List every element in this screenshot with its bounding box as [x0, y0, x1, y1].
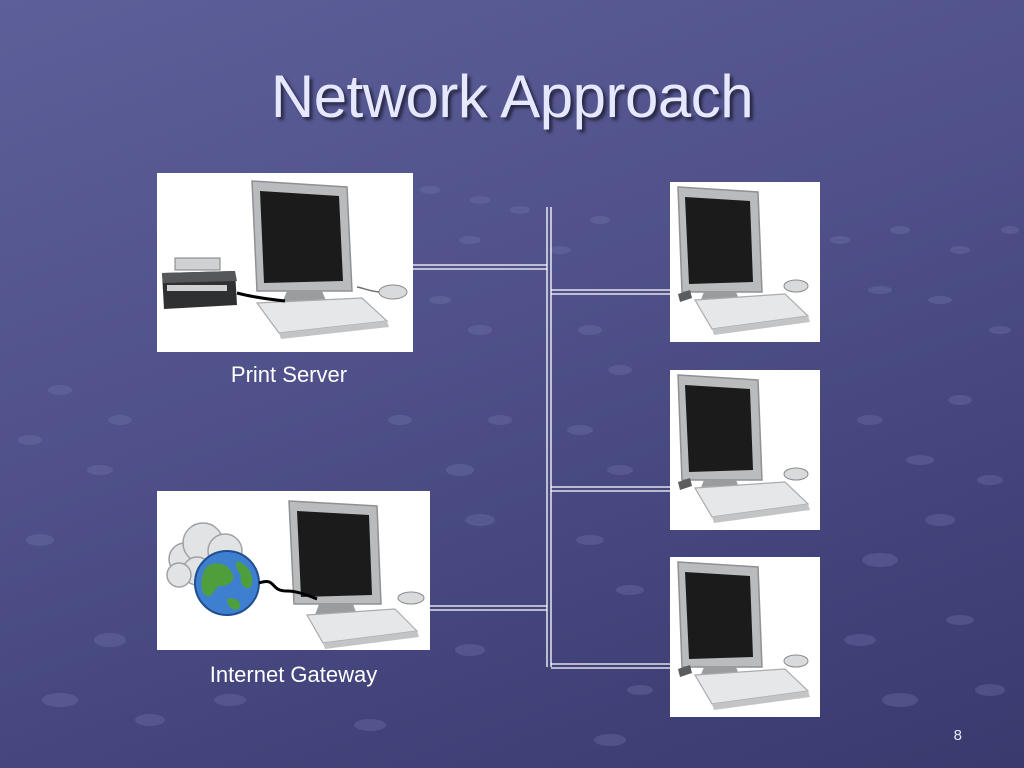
print-server-caption: Print Server — [230, 362, 348, 387]
print-server-node — [157, 173, 413, 352]
computer-with-printer-icon — [162, 180, 408, 339]
client-computer-1 — [670, 182, 820, 342]
computer-icon — [677, 374, 810, 523]
client-computer-3 — [670, 557, 820, 717]
internet-gateway-node — [157, 491, 430, 650]
page-number: 8 — [953, 727, 962, 744]
slide-title: Network Approach — [270, 63, 754, 130]
client-computer-2 — [670, 370, 820, 530]
internet-gateway-caption: Internet Gateway — [209, 662, 378, 687]
computer-with-globe-icon — [166, 500, 425, 649]
computer-icon — [677, 561, 810, 710]
computer-icon — [677, 186, 810, 335]
